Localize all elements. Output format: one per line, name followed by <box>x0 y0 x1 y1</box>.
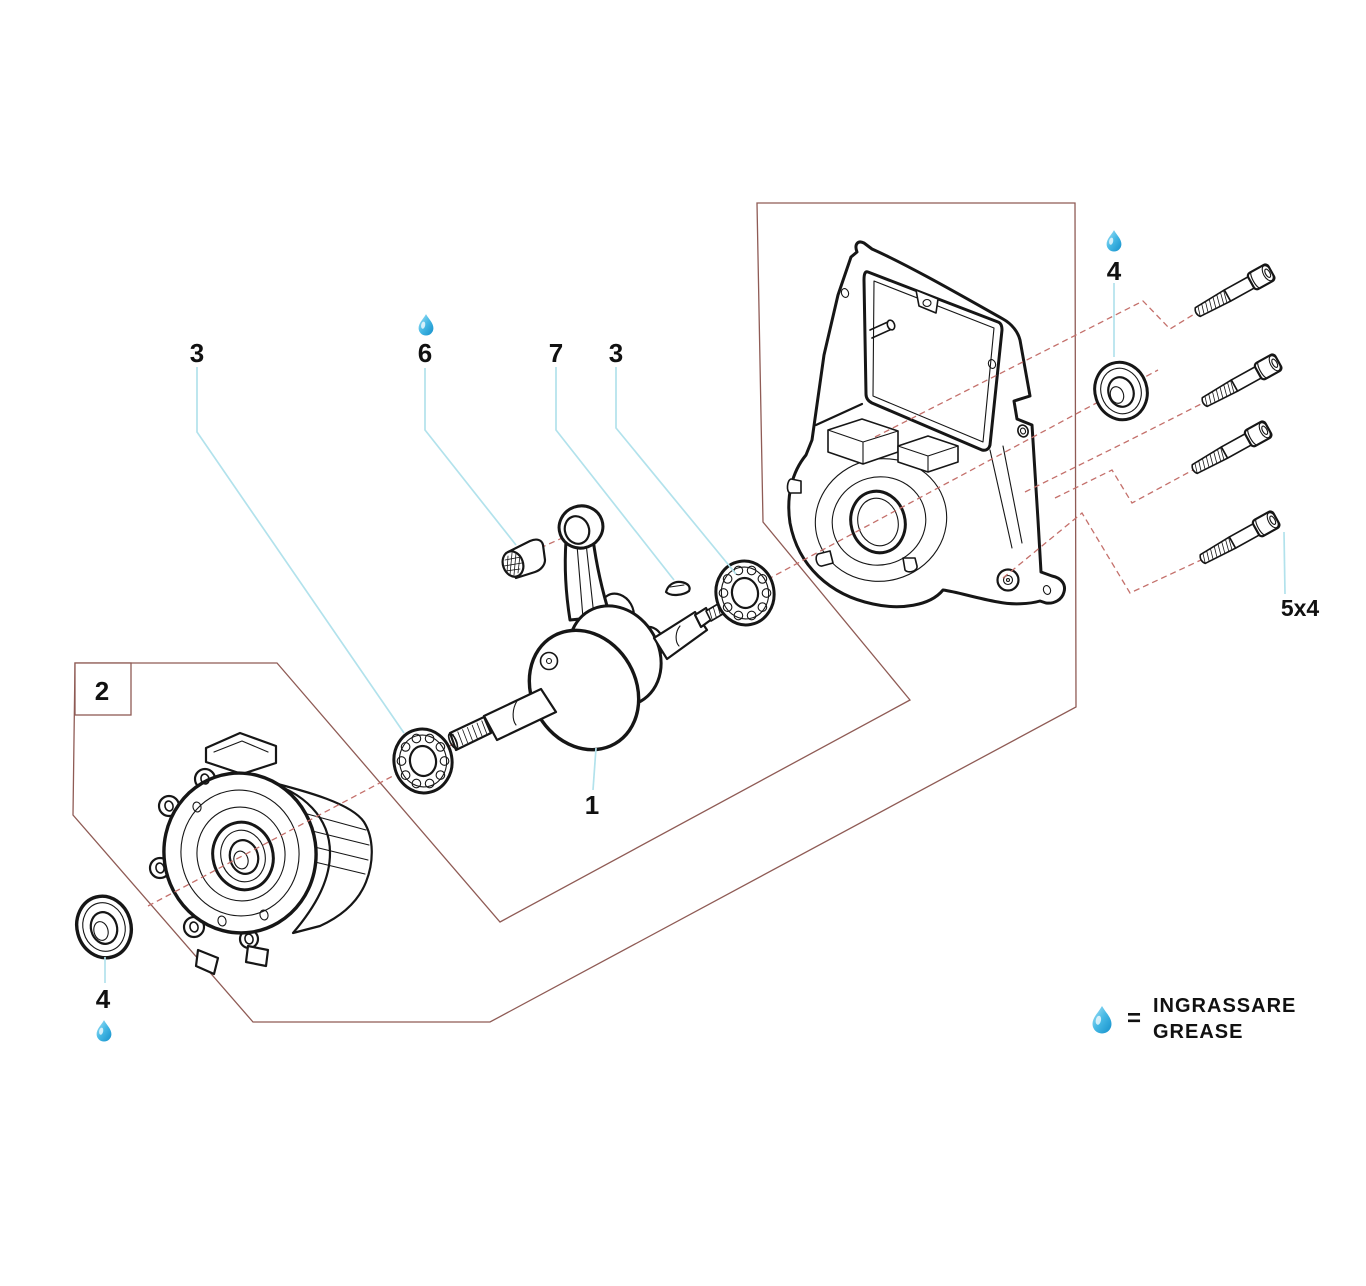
housing-boss <box>996 568 1020 592</box>
legend-term-italian: INGRASSARE <box>1153 995 1296 1017</box>
frame-band-polygon <box>72 202 1077 1023</box>
housing-window <box>862 270 1004 452</box>
leader-bearing-left <box>196 367 405 734</box>
callout-bearing-right: 3 <box>609 338 623 368</box>
mount-pad <box>897 435 959 473</box>
crankshaft-assembly <box>447 504 729 752</box>
ball-bearing-left <box>392 727 454 795</box>
window-tab <box>915 289 939 314</box>
crank-shaft-right <box>652 610 709 661</box>
callout-box-2 <box>74 662 132 716</box>
ball-bearing-right <box>714 559 776 627</box>
needle-cage <box>501 538 547 580</box>
grease-drop-icon <box>418 314 434 336</box>
grease-drop-icon <box>1092 1006 1112 1034</box>
leader-bearing-right <box>615 367 737 575</box>
callout-needle-cage: 6 <box>418 338 432 368</box>
callouts: 3 6 7 3 1 2 4 4 5x4 <box>95 230 1320 1042</box>
axis-dash <box>539 529 581 549</box>
leader-crankshaft <box>592 747 597 791</box>
callout-woodruff-key: 7 <box>549 338 563 368</box>
oil-seal-left <box>75 894 133 960</box>
crank-thread-left <box>448 715 493 752</box>
case-foot <box>244 944 270 968</box>
leader-screw-set <box>1283 531 1286 595</box>
woodruff-key <box>664 580 691 597</box>
frame-outline <box>72 202 1077 1023</box>
leader-needle-cage <box>424 368 517 546</box>
volute-boss <box>815 550 834 567</box>
screw-1 <box>1190 262 1278 323</box>
screw-2 <box>1197 352 1285 413</box>
case-top-tab <box>204 731 278 776</box>
screw-set <box>1187 262 1285 570</box>
case-foot <box>194 948 220 976</box>
callout-bearing-left: 3 <box>190 338 204 368</box>
legend-term-english: GREASE <box>1153 1021 1243 1043</box>
leader-woodruff-key <box>555 367 675 581</box>
axis-dash <box>147 742 456 907</box>
crank-shaft-left <box>482 687 558 742</box>
screw-4 <box>1195 509 1283 570</box>
alignment-dash-lines <box>147 300 1204 907</box>
legend-equals: = <box>1127 1005 1141 1032</box>
volute-boss <box>786 478 802 494</box>
callout-crankcase-half: 2 <box>95 676 109 706</box>
screw-3 <box>1187 419 1275 480</box>
callout-seal-right: 4 <box>1107 256 1122 286</box>
screw-dash <box>1024 402 1204 493</box>
clutch-side-crankcase <box>148 731 373 976</box>
flywheel-side-crankcase <box>786 240 1066 609</box>
legend: = INGRASSARE GREASE <box>1092 995 1296 1043</box>
volute-boss <box>902 557 918 573</box>
screw-dash <box>1002 512 1202 594</box>
grease-drop-icon <box>96 1020 112 1042</box>
callout-screw-set: 5x4 <box>1281 595 1320 621</box>
window-stud <box>886 319 896 331</box>
screw-dash <box>874 300 1197 438</box>
rod-small-end-eye <box>563 515 591 545</box>
grease-drop-icon <box>1106 230 1122 252</box>
screw-dash <box>1054 469 1194 504</box>
oil-seal-right <box>1093 360 1149 422</box>
callout-seal-left: 4 <box>96 984 111 1014</box>
case-body <box>260 778 373 935</box>
callout-crankshaft: 1 <box>585 790 599 820</box>
axis-dash <box>687 369 1159 623</box>
